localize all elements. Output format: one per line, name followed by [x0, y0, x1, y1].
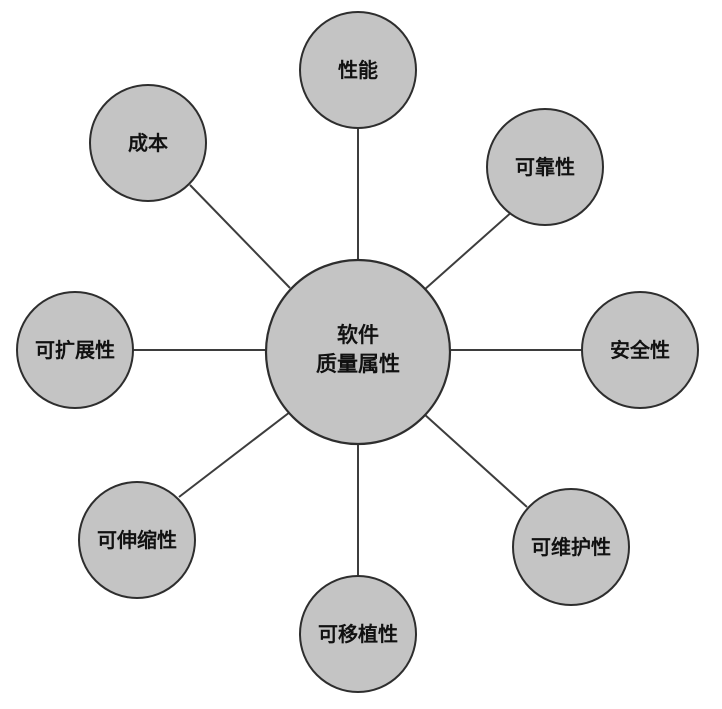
connector-maintainability [423, 413, 528, 508]
node-performance-circle [299, 11, 417, 129]
node-extensibility-circle [16, 291, 134, 409]
node-reliability: 可靠性 [486, 108, 604, 226]
node-security-label: 安全性 [610, 338, 670, 362]
node-elasticity-label: 可伸缩性 [97, 528, 177, 552]
node-performance: 性能 [299, 11, 417, 129]
node-performance-label: 性能 [338, 58, 378, 82]
node-reliability-circle [486, 108, 604, 226]
node-security: 安全性 [581, 291, 699, 409]
node-cost-circle [89, 84, 207, 202]
node-portability-circle [299, 575, 417, 693]
node-extensibility: 可扩展性 [16, 291, 134, 409]
connectors [133, 128, 582, 576]
node-maintainability: 可维护性 [512, 488, 630, 606]
node-elasticity-circle [78, 481, 196, 599]
node-maintainability-label: 可维护性 [531, 535, 611, 559]
connector-cost [189, 184, 291, 289]
node-portability-label: 可移植性 [318, 622, 398, 646]
center-circle [264, 258, 452, 446]
node-elasticity: 可伸缩性 [78, 481, 196, 599]
connector-reliability [423, 209, 515, 291]
node-extensibility-label: 可扩展性 [35, 338, 115, 362]
connector-elasticity [178, 411, 291, 498]
center-label-line1: 软件 [337, 323, 379, 347]
center-label-line2: 质量属性 [316, 352, 400, 376]
node-cost: 成本 [89, 84, 207, 202]
node-cost-label: 成本 [128, 131, 168, 155]
node-portability: 可移植性 [299, 575, 417, 693]
node-maintainability-circle [512, 488, 630, 606]
center-node: 软件 质量属性 [264, 258, 452, 446]
node-reliability-label: 可靠性 [515, 155, 575, 179]
node-security-circle [581, 291, 699, 409]
